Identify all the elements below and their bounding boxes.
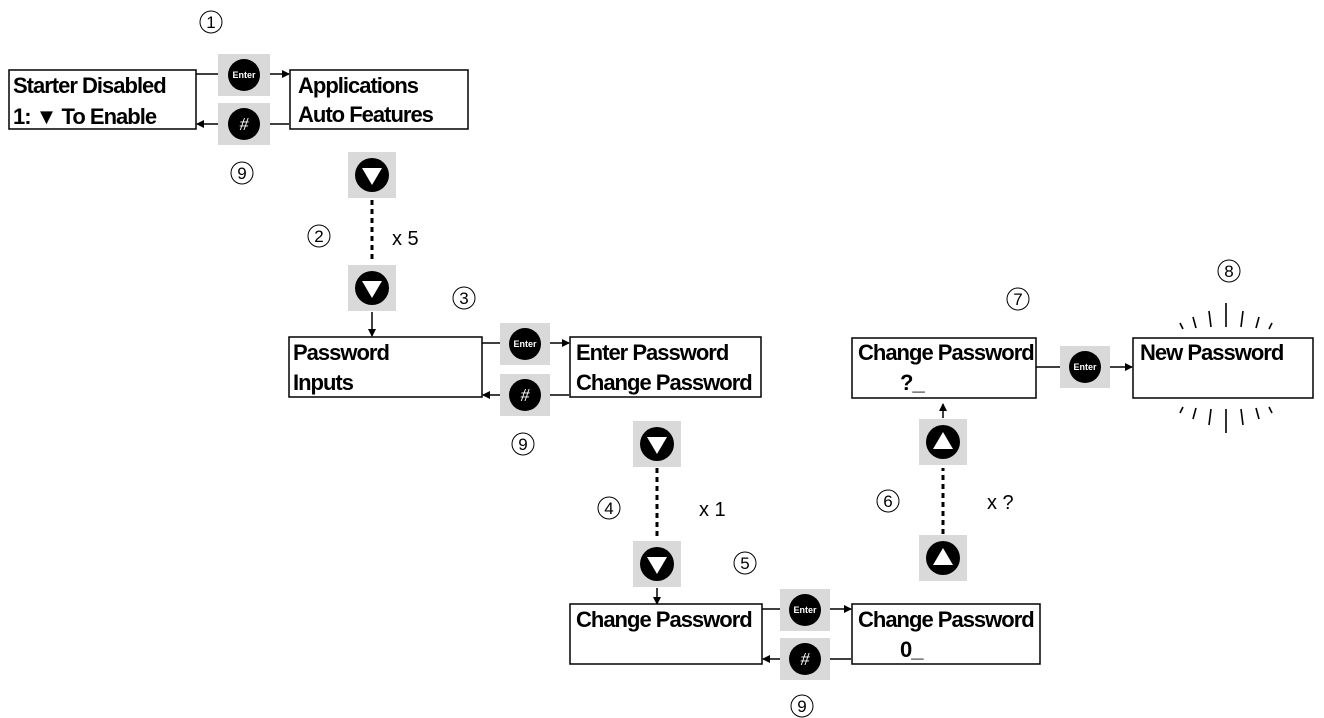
hash-key-1[interactable]: # [218,103,270,145]
step-2-label: 2 [314,227,323,246]
connectors [196,70,1133,663]
display-change-question-line1: Change Password [858,340,1034,365]
hash-key-icon [509,379,541,411]
enter-key-icon [1069,351,1101,383]
display-enter-change-line2: Change Password [576,370,752,395]
step-9-label: 9 [237,164,246,183]
display-change-password: Change Password [569,603,763,665]
down-key-1[interactable] [348,152,396,198]
down-arrow-key-icon [647,437,667,454]
up-key-2[interactable] [919,535,967,581]
display-enter-change: Enter Password Change Password [569,336,762,398]
step-9-label: 9 [797,697,806,716]
multiplier-x1: x 1 [699,499,726,521]
enter-key-label: Enter [513,339,537,349]
enter-key-3[interactable]: Enter [780,589,830,631]
hash-key-label: # [240,114,250,134]
display-change-zero-line1: Change Password [858,607,1034,632]
down-key-3[interactable] [633,421,681,467]
display-new-password-line1: New Password [1140,340,1283,365]
down-key-2[interactable] [348,265,396,311]
display-applications-line2: Auto Features [298,102,434,127]
step-9-label: 9 [518,435,527,454]
enter-key-icon [789,594,821,626]
display-password-inputs: Password Inputs [288,336,483,398]
display-applications-line1: Applications [298,73,419,98]
enter-key-2[interactable]: Enter [500,323,550,365]
up-key-1[interactable] [919,419,967,465]
down-arrow-key-icon [362,281,382,298]
display-change-zero: Change Password 0_ [851,603,1041,665]
down-arrow-key-icon [647,557,667,574]
display-change-question-line2: ?_ [900,370,925,395]
hash-key-label: # [521,385,531,405]
enter-key-label: Enter [793,605,817,615]
display-change-zero-line2: 0_ [900,637,924,662]
display-applications: Applications Auto Features [289,69,469,130]
step-3-label: 3 [459,289,468,308]
enter-key-1[interactable]: Enter [218,54,270,96]
step-circles [199,10,1241,718]
step-4-label: 4 [604,499,613,518]
hash-key-label: # [801,649,811,669]
hash-key-2[interactable]: # [500,374,550,416]
display-password-inputs-line1: Password [293,340,389,365]
hash-key-icon [228,108,260,140]
step-8-label: 8 [1224,262,1233,281]
down-key-4[interactable] [633,541,681,587]
enter-key-4[interactable]: Enter [1060,346,1110,388]
step-6-label: 6 [883,492,892,511]
hash-key-3[interactable]: # [780,638,830,680]
hash-key-icon [789,643,821,675]
up-arrow-key-icon [933,548,953,565]
display-change-password-line1: Change Password [576,607,752,632]
down-arrow-key-icon [362,168,382,185]
multiplier-x5: x 5 [392,228,419,250]
step-5-label: 5 [740,554,749,573]
enter-key-icon [228,59,260,91]
display-enter-change-line1: Enter Password [576,340,728,365]
display-starter-line2: 1: ▼ To Enable [13,104,157,129]
display-new-password: New Password [1132,337,1314,399]
up-arrow-key-icon [933,432,953,449]
flash-rays-icon [1179,303,1273,433]
step-1-label: 1 [206,13,215,32]
display-starter-line1: Starter Disabled [13,73,166,98]
multiplier-x-question: x ? [987,492,1014,514]
display-change-question: Change Password ?_ [851,337,1037,399]
enter-key-icon [509,328,541,360]
step-7-label: 7 [1013,290,1022,309]
display-starter: Starter Disabled 1: ▼ To Enable [8,69,197,130]
display-password-inputs-line2: Inputs [293,370,354,395]
enter-key-label: Enter [232,70,256,80]
enter-key-label: Enter [1073,362,1097,372]
